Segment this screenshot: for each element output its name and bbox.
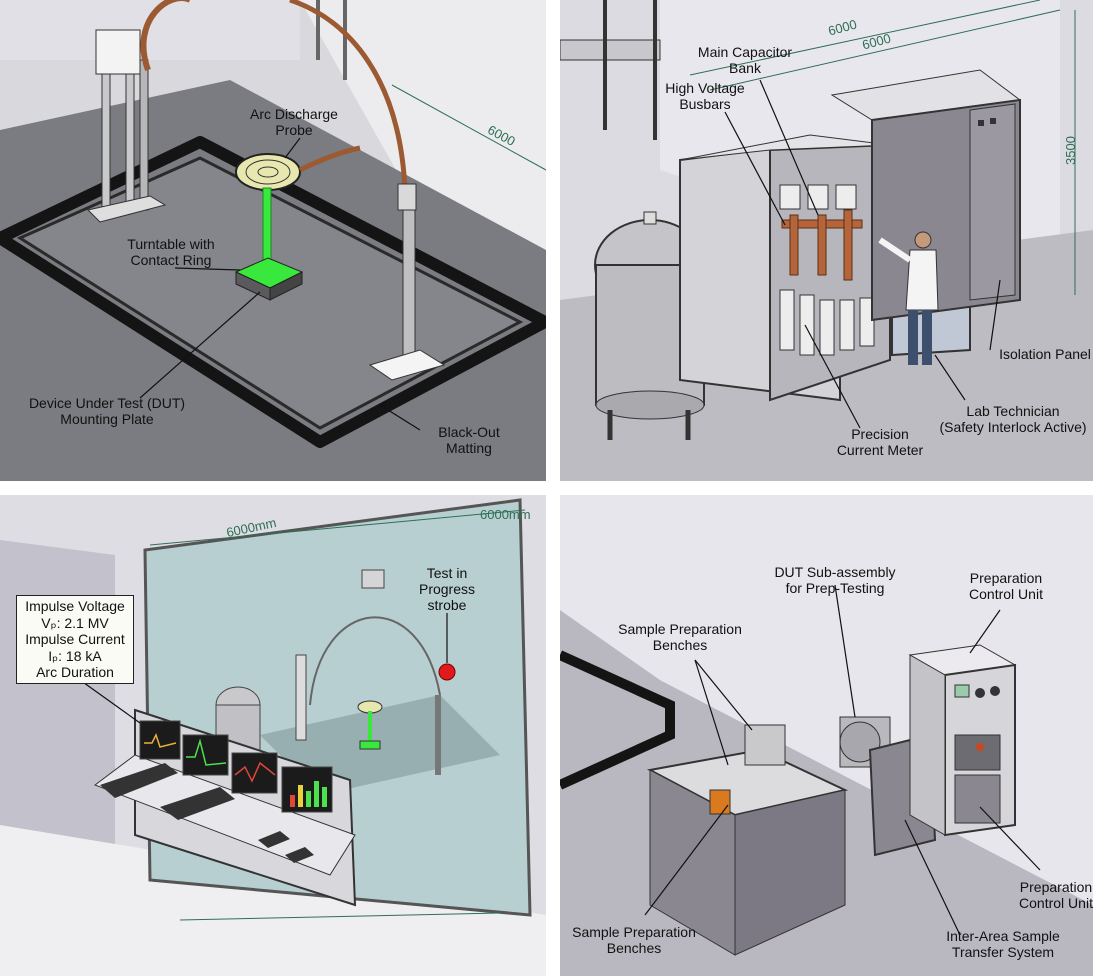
label-line: Progress: [418, 581, 476, 597]
control-room-scene: [0, 495, 546, 976]
label-line: Benches: [606, 940, 662, 956]
keyboard-1: [100, 763, 178, 798]
label-line: Control Unit: [1019, 895, 1093, 911]
label-line: Matting: [446, 440, 492, 456]
monitor-waveform-1: [139, 720, 181, 760]
readout-line: Arc Duration: [36, 664, 114, 680]
lab-technician: [878, 231, 939, 365]
label-line: Lab Technician: [966, 403, 1060, 419]
multimeter: [709, 789, 731, 815]
label-line: Turntable with: [127, 236, 215, 252]
label-line: Arc Discharge: [250, 106, 338, 122]
arc-test-scene: [0, 0, 546, 481]
label-sample-preparation-benches-top: Sample Preparation Benches: [618, 621, 742, 653]
label-line: strobe: [427, 597, 467, 613]
control-console: [93, 708, 357, 907]
capacitor-cabinet: [679, 134, 891, 402]
label-high-voltage-busbars: High Voltage Busbars: [665, 80, 744, 112]
dut-fixture: [744, 724, 786, 766]
preparation-control-unit: [908, 644, 1017, 837]
label-line: High Voltage: [665, 80, 745, 96]
label-line: Main Capacitor: [697, 44, 793, 60]
keypad-1: [258, 831, 290, 848]
label-line: Contact Ring: [130, 252, 212, 268]
dimension-label: 3500: [1062, 136, 1078, 165]
label-sample-preparation-benches-bottom: Sample Preparation Benches: [572, 924, 696, 956]
dimension-label: 6000mm: [480, 507, 531, 522]
label-inter-area-transfer-system: Inter-Area Sample Transfer System: [946, 928, 1060, 960]
label-line: Current Meter: [836, 442, 924, 458]
label-isolation-panel: Isolation Panel: [999, 346, 1091, 362]
keyboard-2: [160, 787, 235, 820]
label-line: Black-Out: [438, 424, 500, 440]
equipment-rack: [560, 0, 661, 140]
label-preparation-control-unit-side: Preparation Control Unit: [1019, 879, 1093, 911]
label-turntable: Turntable with Contact Ring: [127, 236, 214, 268]
panel-arc-test-area: 6000 Arc Discharge Probe Turntable with …: [0, 0, 546, 481]
label-line: Preparation: [969, 570, 1043, 586]
label-test-in-progress-strobe: Test in Progress strobe: [419, 565, 475, 613]
label-line: Precision: [851, 426, 909, 442]
monitor-waveform-2: [182, 734, 229, 776]
readout-line: Impulse Voltage: [25, 598, 125, 614]
label-precision-current-meter: Precision Current Meter: [837, 426, 923, 458]
label-line: Preparation: [1019, 879, 1093, 895]
label-lab-technician: Lab Technician (Safety Interlock Active): [939, 403, 1086, 435]
label-preparation-control-unit-top: Preparation Control Unit: [969, 570, 1043, 602]
label-line: Device Under Test (DUT): [28, 395, 186, 411]
capacitor-bank-scene: [560, 0, 1093, 481]
dut-probe-mini: [357, 700, 383, 750]
label-dut-mounting-plate: Device Under Test (DUT) Mounting Plate: [29, 395, 185, 427]
readout-line: Iₚ: 18 kA: [48, 647, 102, 664]
label-main-capacitor-bank: Main Capacitor Bank: [698, 44, 792, 76]
label-line: for Prep-Testing: [785, 580, 885, 596]
monitor-waveform-3: [231, 752, 278, 794]
strobe-light: [438, 613, 456, 681]
probe-stand-left: [87, 29, 167, 223]
label-line: Bank: [729, 60, 761, 76]
readout-line: Vₚ: 2.1 MV: [41, 614, 109, 631]
label-line: Control Unit: [969, 586, 1043, 602]
label-line: Probe: [275, 122, 313, 138]
sample-prep-scene: [560, 495, 1093, 976]
panel-capacitor-bank: 6000 6000 3500 Main Capacitor Bank High …: [560, 0, 1093, 481]
probe-stand-right: [368, 183, 446, 381]
label-line: Transfer System: [951, 944, 1055, 960]
label-line: Busbars: [679, 96, 731, 112]
label-blackout-matting: Black-Out Matting: [438, 424, 499, 456]
label-line: Mounting Plate: [60, 411, 154, 427]
readout-line: Impulse Current: [25, 631, 125, 647]
label-line: Inter-Area Sample: [946, 928, 1060, 944]
label-line: Isolation Panel: [999, 346, 1091, 362]
keypad-2: [285, 847, 314, 863]
panel-control-room: 6000mm 6000mm Impulse Voltage Vₚ: 2.1 MV…: [0, 495, 546, 976]
label-dut-sub-assembly: DUT Sub-assembly for Prep-Testing: [774, 564, 895, 596]
panel-sample-prep: DUT Sub-assembly for Prep-Testing Prepar…: [560, 495, 1093, 976]
label-arc-discharge-probe: Arc Discharge Probe: [250, 106, 338, 138]
sample-preparation-bench: [646, 724, 849, 956]
label-line: (Safety Interlock Active): [939, 419, 1087, 435]
label-line: Sample Preparation: [618, 621, 742, 637]
label-line: Sample Preparation: [572, 924, 696, 940]
turntable: [234, 187, 304, 301]
label-line: Benches: [652, 637, 708, 653]
label-line: Test in: [426, 565, 468, 581]
label-line: DUT Sub-assembly: [774, 564, 896, 580]
impulse-readout-panel: Impulse Voltage Vₚ: 2.1 MV Impulse Curre…: [16, 595, 134, 684]
